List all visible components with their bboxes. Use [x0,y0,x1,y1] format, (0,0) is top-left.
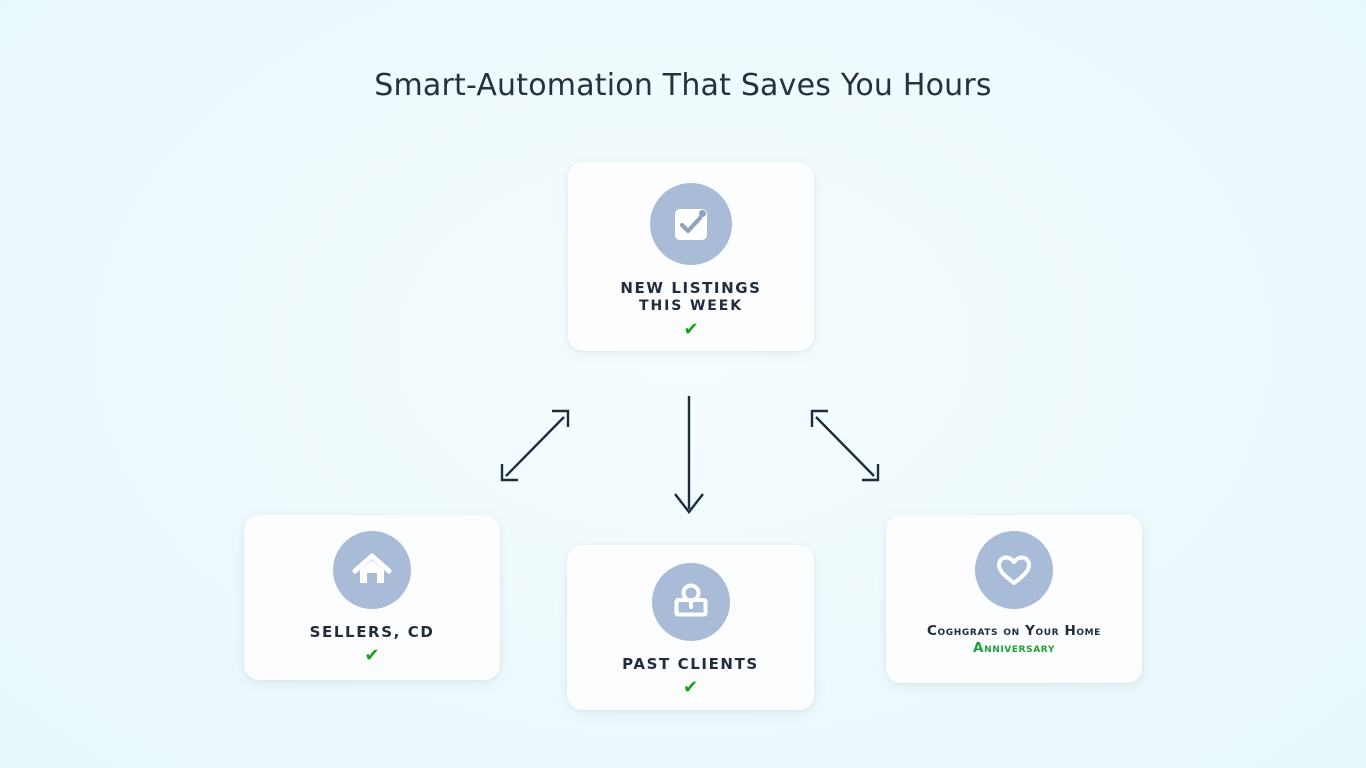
card-labels: PAST CLIENTS ✔ [622,655,759,697]
card-label-primary: NEW LISTINGS [620,279,762,297]
connector-trigger-to-sellers [500,409,570,482]
card-past-clients[interactable]: PAST CLIENTS ✔ [567,545,814,710]
person-icon [651,563,730,641]
card-sellers[interactable]: SELLERS, CD ✔ [244,515,500,680]
card-new-listings[interactable]: NEW LISTINGS THIS WEEK ✔ [568,162,814,351]
status-check-icon: ✔ [364,645,380,667]
card-label-primary: PAST CLIENTS [622,655,759,673]
heart-icon [975,531,1053,609]
connector-trigger-to-past-clients [674,396,704,514]
status-check-icon: ✔ [682,677,699,699]
checklist-icon [650,183,732,265]
status-check-icon: ✔ [683,319,699,341]
connector-trigger-to-anniversary [810,409,880,482]
house-icon [333,531,411,609]
card-label-secondary: Anniversary [973,640,1055,657]
card-labels: Coghgrats on Your Home Anniversary [927,623,1101,658]
card-label-secondary: THIS WEEK [639,298,743,315]
page-title: Smart-Automation That Saves You Hours [374,68,992,103]
card-home-anniversary[interactable]: Coghgrats on Your Home Anniversary [886,515,1142,683]
card-labels: SELLERS, CD ✔ [310,623,435,665]
card-labels: NEW LISTINGS THIS WEEK ✔ [620,279,761,339]
card-label-primary: SELLERS, CD [309,623,435,641]
card-label-primary: Coghgrats on Your Home [927,623,1101,639]
